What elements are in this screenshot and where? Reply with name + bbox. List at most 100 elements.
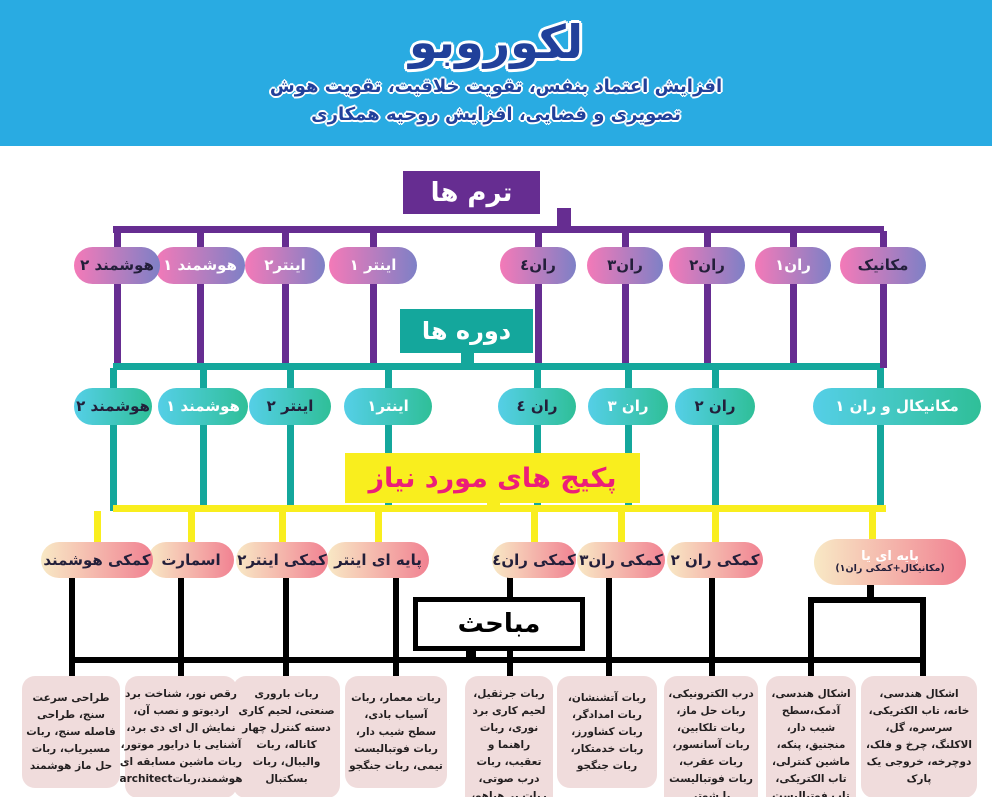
pill-sublabel: (مکانیکال+کمکی ران۱): [835, 562, 945, 574]
connector-line: [533, 368, 541, 390]
term-pill: هوشمند ۲: [74, 247, 160, 284]
pill-label: ران ۳: [607, 397, 649, 416]
pill-label: ران۲: [689, 256, 725, 275]
pill-label: اسمارت: [161, 550, 221, 569]
pill-label: کمکی هوشمند: [43, 550, 151, 569]
topic-box: اشکال هندسی، آدمک،سطح شیب دار، منجنیق، پ…: [766, 676, 856, 797]
pill-label: کمکی اینتر۲: [237, 550, 327, 569]
pill-label: ران ۲: [694, 397, 736, 416]
connector-line: [530, 511, 538, 544]
package-pill: اسمارت: [148, 542, 234, 578]
course-pill: ران ۳: [588, 388, 668, 425]
section-terms-label: ترم ها: [430, 177, 513, 208]
connector-line: [113, 231, 121, 249]
pill-label: ران۱: [775, 256, 811, 275]
connector-line: [93, 511, 101, 544]
connector-line: [789, 231, 797, 249]
topic-box: رقص نور، شناخت برد اردیوتو و نصب آن، نما…: [119, 676, 243, 797]
connector-line: [281, 274, 289, 368]
connector-line: [789, 274, 797, 368]
connector-line: [487, 498, 500, 508]
connector-line: [196, 231, 204, 249]
package-pill: کمکی ران۳: [577, 542, 665, 578]
pill-label: هوشمند ۲: [76, 397, 150, 416]
connector-line: [624, 368, 632, 390]
pill-label: ران۳: [607, 256, 643, 275]
section-packages-box: پکیج های مورد نیاز: [345, 453, 640, 503]
pill-label: هوشمند ۱: [163, 256, 237, 275]
section-courses-label: دوره ها: [421, 317, 512, 345]
topic-box: طراحی سرعت سنج، طراحی فاصله سنج، ربات مس…: [22, 676, 120, 788]
connector-line: [711, 423, 719, 511]
connector-line: [369, 231, 377, 249]
connector-line: [867, 580, 874, 602]
connector-line: [69, 657, 925, 663]
topic-box: ربات معمار، ربات آسیاب بادی، سطح شیب دار…: [345, 676, 447, 788]
term-pill: اینتر ۱: [329, 247, 417, 284]
connector-line: [808, 597, 926, 603]
pill-label: کمکی ران ۲: [670, 550, 760, 569]
connector-line: [876, 423, 884, 511]
connector-line: [69, 572, 75, 678]
connector-line: [199, 423, 207, 511]
course-pill: اینتر۱: [344, 388, 432, 425]
connector-line: [808, 597, 814, 678]
term-pill: ران۳: [587, 247, 663, 284]
pill-label: ران ٤: [516, 397, 558, 416]
course-pill: ران ٤: [498, 388, 576, 425]
section-courses-box: دوره ها: [400, 309, 533, 353]
pill-label: اینتر ۱: [349, 256, 397, 275]
connector-line: [286, 423, 294, 511]
connector-line: [113, 363, 880, 370]
package-pill: کمکی هوشمند: [41, 542, 153, 578]
connector-line: [286, 368, 294, 390]
package-pill: کمکی ران ۲: [667, 542, 763, 578]
pill-label: اینتر ۲: [266, 397, 314, 416]
connector-line: [606, 572, 612, 678]
pill-label: هوشمند ۱: [166, 397, 240, 416]
topic-box: ربات جرثقیل، لحیم کاری برد نوری، ربات را…: [465, 676, 553, 797]
connector-line: [703, 274, 711, 368]
connector-line: [617, 511, 625, 544]
pill-label: اینتر۱: [367, 397, 409, 416]
connector-line: [709, 572, 715, 678]
package-pill: پایه ای یا(مکانیکال+کمکی ران۱): [814, 539, 966, 585]
pill-label: پایه ای یا: [861, 548, 919, 564]
course-pill: اینتر ۲: [249, 388, 331, 425]
pill-label: مکانیک: [857, 256, 909, 275]
connector-line: [879, 231, 887, 249]
connector-line: [711, 368, 719, 390]
connector-line: [113, 505, 886, 512]
connector-line: [281, 231, 289, 249]
pill-label: مکانیکال و ران ۱: [835, 397, 959, 416]
connector-line: [109, 368, 117, 390]
pill-label: پایه ای اینتر: [334, 550, 422, 569]
pill-label: اینتر۲: [264, 256, 306, 275]
topic-box: ربات باروری صنعتی، لحیم کاری دسته کنترل …: [233, 676, 340, 797]
package-pill: پایه ای اینتر: [327, 542, 429, 578]
connector-line: [187, 511, 195, 544]
section-topics-label: مباحث: [457, 609, 541, 639]
topic-box: اشکال هندسی، خانه، تاب الکتریکی، سرسره، …: [861, 676, 977, 797]
header-banner: لکوروبو افزایش اعتماد بنفس، تقویت خلاقیت…: [0, 0, 992, 146]
connector-line: [879, 274, 887, 368]
connector-line: [621, 274, 629, 368]
brand-title: لکوروبو: [408, 14, 584, 69]
connector-line: [199, 368, 207, 390]
connector-line: [534, 274, 542, 368]
subtitle-line-2: تصویری و فضایی، افزایش روحیه همکاری: [311, 104, 681, 126]
connector-line: [109, 423, 117, 511]
section-topics-box: مباحث: [413, 597, 585, 651]
course-pill: هوشمند ۱: [158, 388, 248, 425]
pill-label: کمکی ران۳: [579, 550, 663, 569]
connector-line: [703, 231, 711, 249]
connector-line: [920, 597, 926, 678]
term-pill: ران۲: [669, 247, 745, 284]
course-pill: هوشمند ۲: [74, 388, 152, 425]
pill-label: کمکی ران٤: [492, 550, 576, 569]
connector-line: [113, 274, 121, 368]
section-terms-box: ترم ها: [403, 171, 540, 214]
term-pill: ران٤: [500, 247, 576, 284]
connector-line: [868, 511, 876, 544]
connector-line: [178, 572, 184, 678]
